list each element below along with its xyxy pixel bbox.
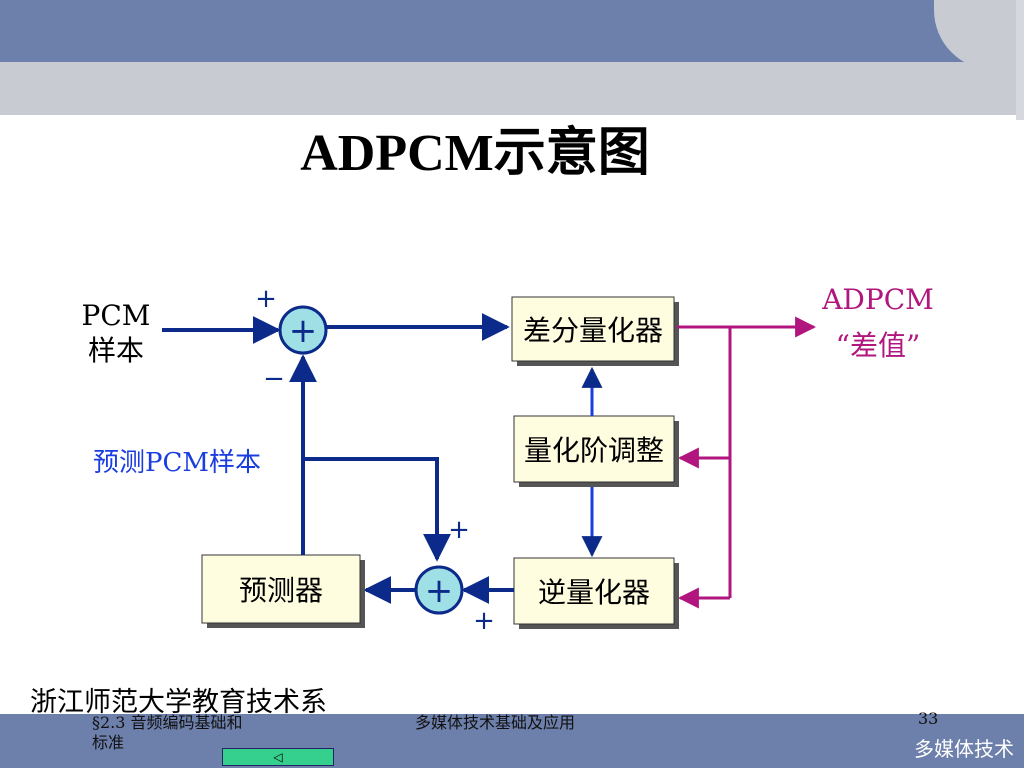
top-plus-sign: + bbox=[255, 284, 277, 314]
quantizer-label: 差分量化器 bbox=[523, 314, 663, 347]
header-edge bbox=[1016, 0, 1024, 120]
quantizer-box: 差分量化器 bbox=[511, 296, 679, 366]
inverse-quantizer-box: 逆量化器 bbox=[513, 557, 679, 629]
predictor-box: 预测器 bbox=[201, 554, 365, 628]
lower-plus-bottom: + bbox=[473, 606, 495, 636]
adpcm-diagram: PCM 样本 + + − 差分量化器 ADPCM “差值” 量化阶调整 逆量化器 bbox=[82, 283, 934, 636]
slide-title: ADPCM示意图 bbox=[300, 125, 650, 182]
top-sum-symbol: + bbox=[289, 311, 318, 351]
lower-plus-top: + bbox=[448, 515, 470, 545]
footer-page-number: 33 bbox=[918, 709, 939, 728]
input-label-sample: 样本 bbox=[88, 334, 144, 367]
predicted-branch-line bbox=[303, 457, 451, 562]
brand-label: 多媒体技术 bbox=[914, 737, 1014, 761]
lower-sum-symbol: + bbox=[425, 571, 454, 611]
back-button[interactable]: ◁ bbox=[222, 748, 334, 766]
back-arrow-icon: ◁ bbox=[273, 750, 283, 764]
minus-sign: − bbox=[263, 364, 285, 394]
header-band bbox=[0, 0, 1024, 120]
top-sum-junction: + bbox=[278, 305, 328, 355]
department-label: 浙江师范大学教育技术系 bbox=[30, 687, 327, 718]
inverse-quantizer-label: 逆量化器 bbox=[538, 576, 650, 609]
step-adjust-label: 量化阶调整 bbox=[524, 434, 664, 467]
output-label-adpcm: ADPCM bbox=[821, 283, 934, 316]
footer-course: 多媒体技术基础及应用 bbox=[415, 713, 576, 732]
header-stripe bbox=[0, 0, 1024, 62]
lower-sum-junction: + bbox=[414, 565, 464, 615]
predictor-label: 预测器 bbox=[239, 574, 323, 607]
footer-band bbox=[0, 714, 1024, 768]
predicted-label: 预测PCM样本 bbox=[93, 448, 261, 478]
step-adjust-box: 量化阶调整 bbox=[513, 415, 679, 487]
output-label-diff: “差值” bbox=[836, 329, 921, 362]
footer-section-line1: §2.3 音频编码基础和 bbox=[92, 713, 243, 732]
footer-section-line2: 标准 bbox=[92, 733, 125, 752]
input-label-pcm: PCM bbox=[82, 299, 151, 332]
